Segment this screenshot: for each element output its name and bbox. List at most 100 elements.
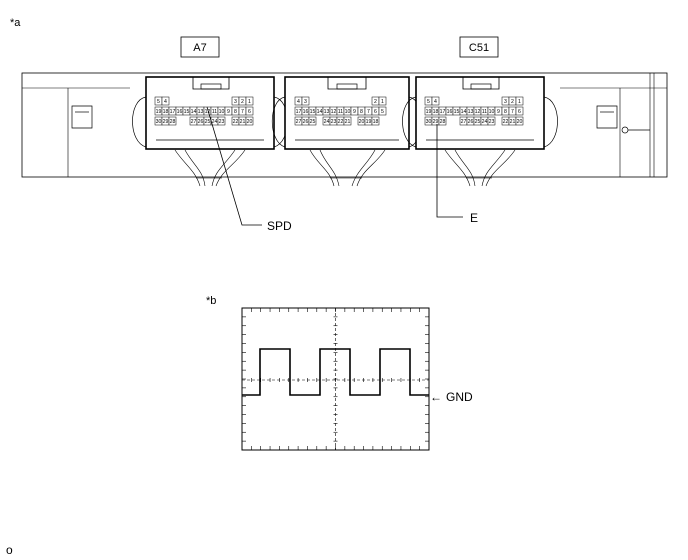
pin-number: 26 — [468, 119, 474, 125]
pin-cell — [161, 96, 170, 106]
pin-number: 8 — [504, 109, 507, 115]
pin-number: 23 — [219, 119, 225, 125]
pin-number: 5 — [427, 99, 430, 105]
pin-number: 24 — [482, 119, 488, 125]
pin-number: 22 — [503, 119, 509, 125]
pin-cell — [378, 96, 387, 106]
gnd-label: GND — [446, 390, 473, 404]
pin-number: 20 — [359, 119, 365, 125]
pin-number: 2 — [374, 99, 377, 105]
pin-number: 3 — [304, 99, 307, 105]
pin-cell — [301, 96, 310, 106]
pin-number: 22 — [233, 119, 239, 125]
waveform-trace — [242, 348, 429, 396]
pin-number: 24 — [212, 119, 218, 125]
pin-number: 14 — [461, 109, 467, 115]
pin-number: 10 — [489, 109, 495, 115]
pin-number: 3 — [504, 99, 507, 105]
pin-number: 24 — [324, 119, 330, 125]
pin-number: 4 — [297, 99, 300, 105]
pin-number: 12 — [205, 109, 211, 115]
pin-number: 5 — [157, 99, 160, 105]
pin-number: 3 — [234, 99, 237, 105]
pin-cell — [431, 96, 440, 106]
gnd-arrow: ← — [430, 390, 442, 404]
pin-number: 25 — [205, 119, 211, 125]
pin-number: 19 — [156, 109, 162, 115]
pin-number: 23 — [331, 119, 337, 125]
pin-number: 22 — [338, 119, 344, 125]
pin-number: 21 — [240, 119, 246, 125]
pin-number: 19 — [366, 119, 372, 125]
pin-cell — [515, 116, 524, 126]
pin-number: 17 — [170, 109, 176, 115]
pin-cell — [308, 116, 317, 126]
pin-number: 11 — [212, 109, 217, 115]
svg-text:A7: A7 — [193, 42, 206, 54]
pin-number: 2 — [241, 99, 244, 105]
pin-number: 16 — [447, 109, 453, 115]
pin-number: 19 — [426, 109, 432, 115]
pin-cell — [245, 116, 254, 126]
pin-number: 26 — [198, 119, 204, 125]
pin-number: 10 — [219, 109, 225, 115]
pin-number: 15 — [454, 109, 460, 115]
pin-cell — [343, 116, 352, 126]
pin-number: 21 — [510, 119, 516, 125]
pin-number: 26 — [303, 119, 309, 125]
pin-number: 30 — [156, 119, 162, 125]
pin-number: 8 — [360, 109, 363, 115]
ecu-housing — [21, 72, 668, 178]
pin-number: 21 — [345, 119, 351, 125]
pin-cell — [515, 106, 524, 116]
pin-number: 14 — [317, 109, 323, 115]
pin-number: 17 — [296, 109, 302, 115]
pin-cell — [245, 96, 254, 106]
pin-cell — [371, 116, 380, 126]
pin-number: 16 — [177, 109, 183, 115]
pin-number: 10 — [345, 109, 351, 115]
scope-ticks — [241, 307, 430, 451]
pin-number: 18 — [163, 109, 169, 115]
pin-cell — [487, 116, 496, 126]
svg-text:C51: C51 — [469, 42, 489, 54]
connector-id-a7: A7 — [180, 36, 220, 58]
pin-cell — [438, 116, 447, 126]
pin-number: 13 — [324, 109, 330, 115]
callout-e-label: E — [470, 211, 478, 225]
pin-number: 13 — [198, 109, 204, 115]
pin-number: 9 — [227, 109, 230, 115]
pin-number: 18 — [433, 109, 439, 115]
pin-number: 15 — [310, 109, 316, 115]
pin-number: 2 — [511, 99, 514, 105]
pin-number: 4 — [434, 99, 437, 105]
pin-number: 4 — [164, 99, 167, 105]
pin-number: 1 — [381, 99, 384, 105]
pin-number: 28 — [440, 119, 446, 125]
figure-label-b: *b — [206, 295, 216, 307]
pin-number: 29 — [433, 119, 439, 125]
pin-number: 29 — [163, 119, 169, 125]
pin-number: 8 — [234, 109, 237, 115]
pin-number: 7 — [241, 109, 244, 115]
pin-number: 5 — [381, 109, 384, 115]
footer-mark: o — [6, 543, 13, 557]
pin-number: 20 — [247, 119, 253, 125]
pin-number: 17 — [440, 109, 446, 115]
pin-number: 9 — [497, 109, 500, 115]
pin-number: 6 — [248, 109, 251, 115]
pin-number: 25 — [310, 119, 316, 125]
pin-number: 6 — [518, 109, 521, 115]
pin-number: 7 — [511, 109, 514, 115]
pin-number: 11 — [482, 109, 487, 115]
wire-harness — [174, 149, 516, 187]
pin-number: 9 — [353, 109, 356, 115]
pin-number: 27 — [296, 119, 302, 125]
pin-number: 20 — [517, 119, 523, 125]
pin-number: 15 — [184, 109, 190, 115]
pin-number: 14 — [191, 109, 197, 115]
gnd-marker: ← GND — [430, 390, 473, 404]
pin-number: 28 — [170, 119, 176, 125]
